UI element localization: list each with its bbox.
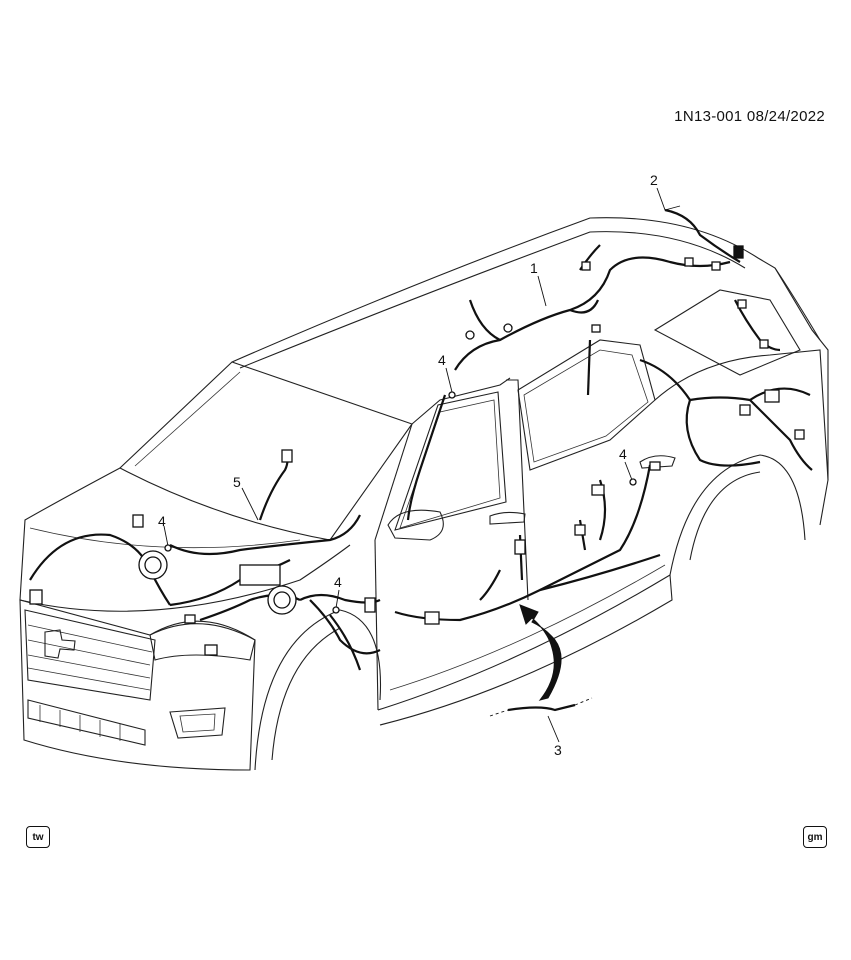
antenna-lead <box>664 208 741 263</box>
callout-2: 2 <box>650 172 658 188</box>
callout-leaders <box>163 187 681 743</box>
document-id: 1N13-001 08/24/2022 <box>674 108 825 125</box>
gm-badge: gm <box>803 826 827 848</box>
diagram-header: 1N13-001 08/24/2022 <box>0 0 851 140</box>
wire-detail-3 <box>489 697 593 717</box>
side-mirror <box>387 509 444 541</box>
detail-arrow <box>519 604 562 701</box>
callout-1: 1 <box>530 260 538 276</box>
callout-3: 3 <box>554 742 562 758</box>
callout-4d: 4 <box>334 574 342 590</box>
instrument-panel-harness <box>29 449 381 671</box>
floor-harness <box>394 461 661 625</box>
callout-4a: 4 <box>438 352 446 368</box>
callout-5: 5 <box>233 474 241 490</box>
fog-lamp <box>169 707 226 739</box>
callout-4c: 4 <box>619 446 627 462</box>
front-grille <box>24 609 156 746</box>
rear-harness <box>639 245 813 471</box>
vehicle-body-outline <box>19 217 829 771</box>
body-wiring-harness-1 <box>406 244 731 521</box>
tw-badge: tw <box>26 826 50 848</box>
callout-4b: 4 <box>158 513 166 529</box>
